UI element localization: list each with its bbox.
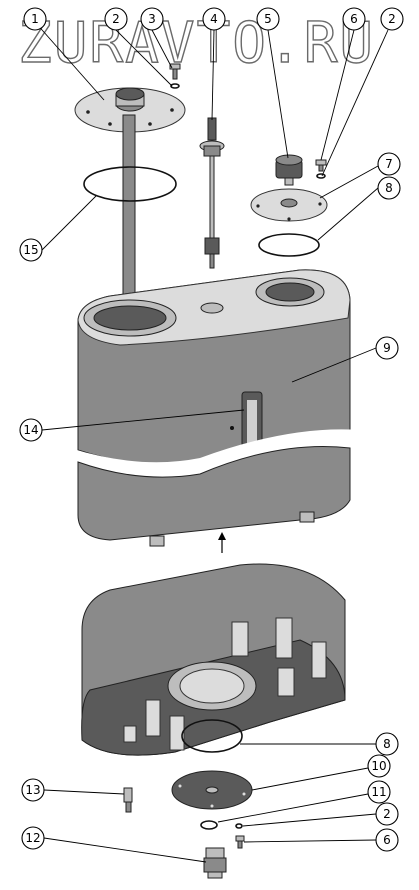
callout-2: 2	[380, 7, 404, 31]
filler-neck-flange	[74, 87, 186, 304]
svg-text:10: 10	[371, 759, 386, 773]
assembly-arrow	[218, 532, 226, 553]
cap-part	[275, 154, 303, 186]
small-screw-part	[315, 159, 327, 172]
screw-part	[169, 63, 181, 80]
callout-3: 3	[140, 7, 164, 31]
washer-part	[235, 823, 243, 829]
callout-6: 6	[342, 7, 366, 31]
svg-text:11: 11	[371, 785, 386, 799]
callout-8: 8	[377, 176, 401, 200]
svg-text:3: 3	[148, 12, 156, 26]
svg-text:7: 7	[385, 157, 393, 171]
svg-text:2: 2	[112, 12, 120, 26]
svg-text:12: 12	[25, 831, 40, 845]
large-o-ring-part	[83, 166, 177, 202]
parts-artwork	[70, 63, 360, 879]
washer-part	[316, 173, 326, 179]
bottom-cover-plate	[171, 770, 253, 810]
svg-text:2: 2	[383, 807, 391, 821]
fitting-part	[123, 787, 133, 813]
callouts: 1 2 3 4 5 6 2 7	[19, 7, 404, 852]
callout-14: 14	[19, 418, 43, 442]
callout-15: 15	[19, 238, 43, 262]
svg-text:8: 8	[385, 181, 393, 195]
reservoir-tank-upper	[77, 269, 351, 467]
svg-text:1: 1	[31, 12, 39, 26]
callout-2: 2	[104, 7, 128, 31]
callout-8: 8	[375, 732, 399, 756]
washer-part	[170, 83, 180, 89]
callout-13: 13	[21, 778, 45, 802]
callout-10: 10	[367, 754, 391, 778]
bottom-screw-part	[235, 835, 245, 849]
svg-text:13: 13	[25, 783, 40, 797]
callout-12: 12	[21, 826, 45, 850]
svg-text:8: 8	[383, 737, 391, 751]
svg-text:5: 5	[264, 12, 272, 26]
watermark-text: ZURAVTO.RU	[18, 11, 375, 76]
svg-text:9: 9	[383, 341, 391, 355]
o-ring-part	[258, 233, 320, 257]
small-o-ring-part	[200, 820, 218, 830]
housing-bottom	[81, 563, 346, 756]
svg-text:6: 6	[350, 12, 358, 26]
svg-text:15: 15	[23, 243, 38, 257]
svg-text:4: 4	[210, 12, 218, 26]
callout-6: 6	[375, 828, 399, 852]
callout-11: 11	[367, 780, 391, 804]
cover-plate	[250, 188, 328, 222]
callout-1: 1	[23, 7, 47, 31]
svg-text:6: 6	[383, 833, 391, 847]
reservoir-tank-lower	[77, 446, 351, 547]
callout-2: 2	[375, 802, 399, 826]
o-ring-part	[181, 719, 243, 753]
leader-lines	[34, 21, 389, 863]
level-sensor	[199, 117, 225, 269]
callout-5: 5	[256, 7, 280, 31]
union-fitting-part	[203, 847, 227, 879]
callout-9: 9	[375, 336, 399, 360]
callout-4: 4	[202, 7, 226, 31]
svg-text:2: 2	[388, 12, 396, 26]
callout-7: 7	[377, 152, 401, 176]
svg-text:14: 14	[23, 423, 38, 437]
